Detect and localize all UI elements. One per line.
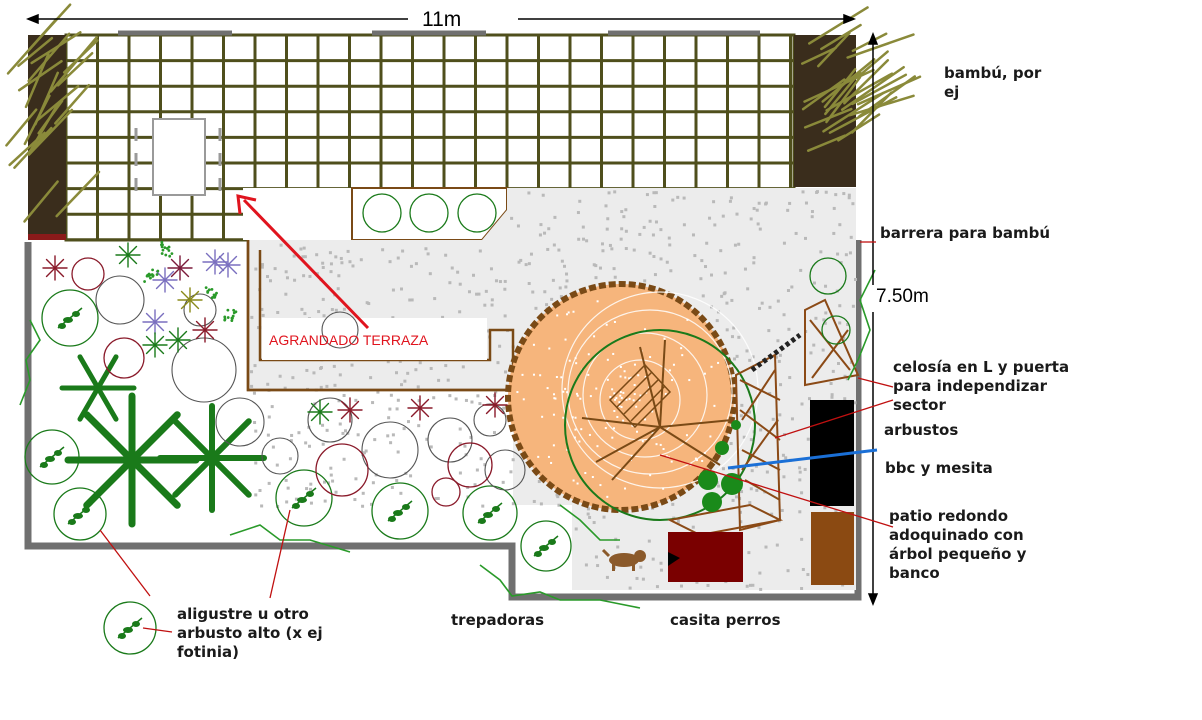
round-patio	[505, 281, 759, 521]
label-bbq: bbc y mesita	[885, 459, 993, 477]
terrace-table	[134, 118, 222, 196]
planting-bed-border	[246, 240, 512, 392]
label-climbers: trepadoras	[451, 611, 545, 629]
label-terrace: AGRANDADO TERRAZA	[269, 332, 429, 348]
label-barrier: barrera para bambú	[880, 224, 1051, 242]
dimension-width	[25, 13, 857, 25]
garden-plants	[19, 240, 876, 655]
label-round-patio: patio redondo adoquinado con árbol peque…	[889, 507, 1027, 582]
patio-bench	[608, 363, 672, 429]
label-lattice: celosía en L y puerta para independizar …	[893, 358, 1070, 414]
terrace-arrow	[236, 194, 370, 330]
bamboo-barrier-left	[28, 234, 66, 240]
patio-tree	[581, 339, 733, 481]
terrace-label-bg	[262, 318, 487, 360]
width-label: 11m	[422, 8, 462, 31]
garden-walls	[24, 240, 862, 601]
side-table	[811, 512, 854, 585]
label-privet: aligustre u otro arbusto alto (x ej foti…	[177, 605, 323, 661]
label-shrubs: arbustos	[884, 421, 959, 439]
dog-house	[668, 532, 743, 582]
label-bamboo: bambú, por ej	[944, 64, 1042, 101]
dog-icon	[601, 548, 646, 571]
label-dog-house: casita perros	[670, 611, 781, 629]
height-label: 7.50m	[876, 286, 929, 307]
dimension-height	[867, 31, 879, 607]
annotation-leaders	[99, 241, 894, 633]
lattice-door	[750, 332, 802, 373]
dog-house-door	[668, 552, 680, 566]
lattice-l-fence	[666, 298, 860, 537]
